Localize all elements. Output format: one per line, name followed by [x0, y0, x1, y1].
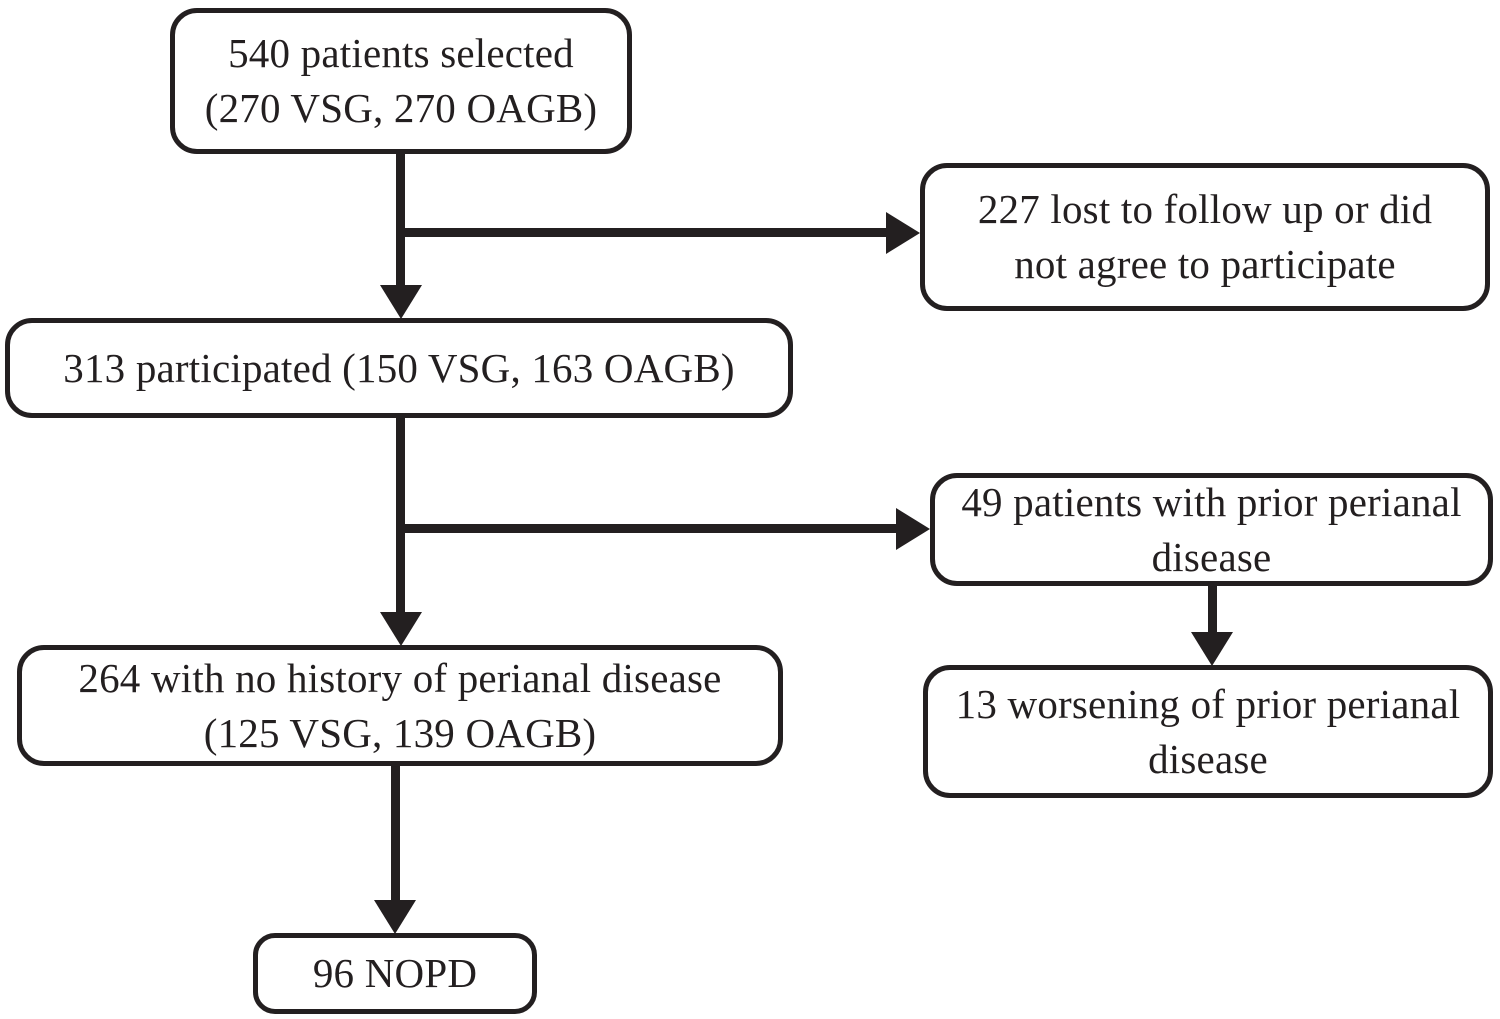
connector-nohistory-to-nopd — [391, 764, 400, 906]
connector-participated-to-nohistory — [396, 416, 405, 618]
flowchart-box-nopd: 96 NOPD — [253, 933, 537, 1014]
flowchart-box-prior-perianal-disease: 49 patients with prior perianal disease — [930, 473, 1493, 586]
box-text-line: 13 worsening of prior perianal — [955, 680, 1461, 727]
flowchart-box-no-history-perianal-disease: 264 with no history of perianal disease … — [17, 645, 783, 766]
arrowhead-down-icon — [1191, 632, 1233, 666]
box-text-line: 313 participated (150 VSG, 163 OAGB) — [63, 344, 735, 391]
box-text-line: not agree to participate — [1014, 241, 1396, 287]
arrowhead-right-icon — [896, 508, 930, 550]
arrowhead-down-icon — [380, 285, 422, 319]
arrowhead-right-icon — [886, 212, 920, 254]
flowchart-box-patients-selected: 540 patients selected (270 VSG, 270 OAGB… — [170, 8, 632, 154]
flowchart-box-lost-to-followup: 227 lost to follow up or did not agree t… — [920, 163, 1490, 311]
connector-prior-to-worsening — [1208, 584, 1217, 638]
box-text-line: (125 VSG, 139 OAGB) — [203, 709, 597, 756]
box-text-line: 96 NOPD — [312, 950, 478, 996]
connector-branch-to-prior — [400, 524, 899, 533]
connector-branch-to-lost — [400, 228, 889, 237]
arrowhead-down-icon — [380, 612, 422, 646]
box-text-line: 49 patients with prior perianal — [961, 478, 1462, 525]
box-text-line: disease — [1148, 735, 1268, 782]
box-text-line: 264 with no history of perianal disease — [78, 654, 722, 701]
box-text-line: (270 VSG, 270 OAGB) — [204, 85, 598, 131]
flowchart-box-worsening-prior-perianal: 13 worsening of prior perianal disease — [923, 665, 1493, 798]
arrowhead-down-icon — [374, 900, 416, 934]
connector-selected-to-participated — [396, 150, 405, 290]
box-text-line: disease — [1151, 533, 1272, 580]
flowchart-box-participated: 313 participated (150 VSG, 163 OAGB) — [5, 318, 793, 418]
box-text-line: 540 patients selected — [228, 30, 574, 76]
box-text-line: 227 lost to follow up or did — [977, 186, 1433, 232]
